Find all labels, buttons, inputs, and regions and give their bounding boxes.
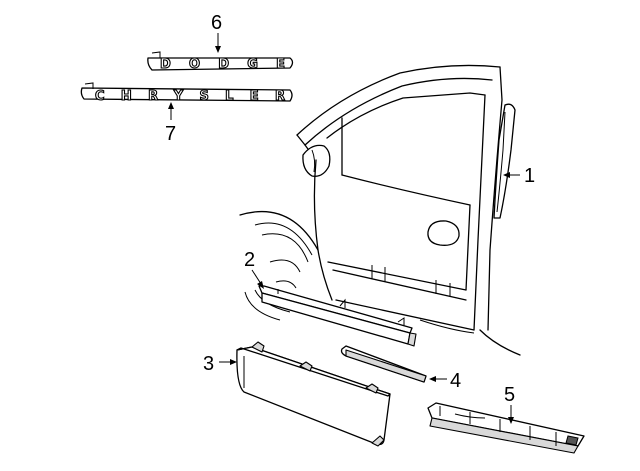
sill-retainer-part[interactable]: [427, 402, 585, 454]
door-molding-part[interactable]: [258, 285, 417, 347]
callout-2: 2: [244, 249, 255, 271]
callout-4: 4: [450, 370, 461, 392]
callout-7: 7: [165, 123, 176, 145]
chrysler-nameplate[interactable]: CHRYSLER: [80, 82, 293, 105]
callout-3: 3: [203, 353, 214, 375]
callout-1: 1: [524, 165, 535, 187]
callout-leaders: [168, 33, 520, 424]
vehicle-door-outline: [239, 64, 521, 356]
narrow-molding-part[interactable]: [340, 345, 427, 383]
lower-cladding-part[interactable]: [236, 341, 391, 447]
pillar-applique-part[interactable]: [493, 103, 516, 219]
dodge-nameplate-text: DODGE: [160, 57, 285, 72]
callout-6: 6: [211, 12, 222, 34]
callout-5: 5: [504, 384, 515, 406]
dodge-nameplate[interactable]: DODGE: [147, 51, 294, 73]
